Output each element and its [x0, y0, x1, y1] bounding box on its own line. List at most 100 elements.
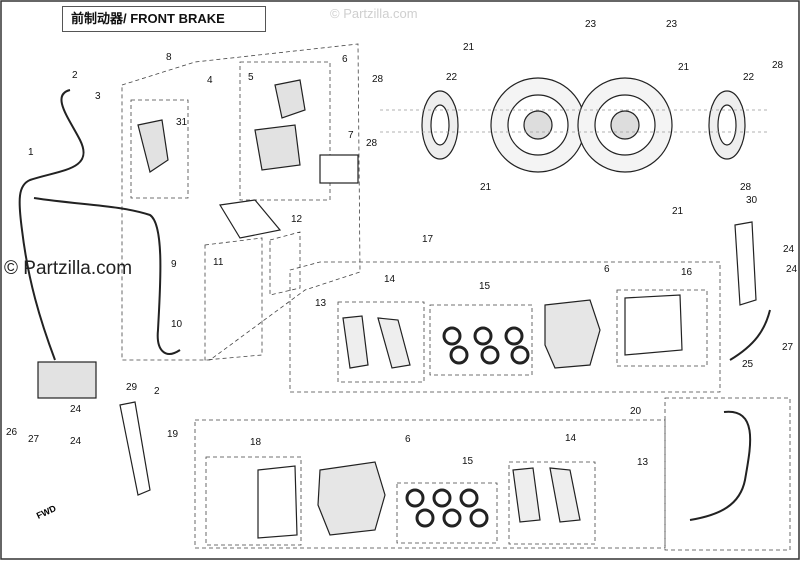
- callout-6b: 6: [604, 264, 610, 275]
- callout-3: 3: [95, 91, 101, 102]
- callout-21c: 21: [678, 62, 690, 73]
- watermark: © Partzilla.com: [4, 258, 133, 279]
- callout-8: 8: [166, 52, 172, 63]
- callout-13a: 13: [315, 298, 327, 309]
- callout-16: 16: [681, 267, 693, 278]
- callout-21d: 21: [672, 206, 684, 217]
- banjo-fitting: [137, 119, 169, 173]
- callout-10: 10: [171, 319, 183, 330]
- callout-15a: 15: [479, 281, 491, 292]
- callout-28d: 28: [740, 182, 752, 193]
- brake-disc-right: [577, 77, 673, 173]
- callout-22b: 22: [743, 72, 755, 83]
- callout-2a: 2: [72, 70, 78, 81]
- callout-14a: 14: [384, 274, 396, 285]
- callout-6c: 6: [405, 434, 411, 445]
- callout-24c: 24: [70, 404, 82, 415]
- callout-23b: 23: [666, 19, 678, 30]
- group-16-outline: [616, 289, 708, 367]
- callout-18: 18: [250, 437, 262, 448]
- caliper-lower: [317, 461, 386, 536]
- group-4-outline: [130, 99, 189, 199]
- brake-pads: [342, 315, 581, 523]
- group-19-outline: [194, 419, 666, 549]
- callout-21a: 21: [463, 42, 475, 53]
- callout-31: 31: [176, 117, 188, 128]
- seal-rings: [405, 326, 530, 528]
- callout-9: 9: [171, 259, 177, 270]
- brake-hose-9: [33, 197, 181, 355]
- callout-30: 30: [746, 195, 758, 206]
- abs-unit: [37, 361, 97, 399]
- disc-ring-left-inner: [430, 104, 450, 146]
- sensor-bracket-upper: [734, 221, 757, 306]
- callout-11: 11: [213, 257, 224, 268]
- group-11-outline: [204, 237, 263, 361]
- pad-b1: [512, 467, 541, 523]
- calipers: [257, 294, 683, 539]
- callout-24b: 24: [786, 264, 798, 275]
- disc-ring-right-inner: [717, 104, 737, 146]
- sensor-bracket-lower: [119, 401, 151, 496]
- brake-lever: [219, 199, 282, 239]
- disc-bolt-lines: [380, 109, 770, 133]
- callout-12: 12: [291, 214, 303, 225]
- callout-4: 4: [207, 75, 213, 86]
- clamp-bracket: [319, 154, 359, 184]
- group-outlines: [121, 43, 791, 551]
- callout-6a: 6: [342, 54, 348, 65]
- diagram-title: 前制动器/ FRONT BRAKE: [62, 6, 266, 32]
- callout-28a: 28: [372, 74, 384, 85]
- group-15a-outline: [429, 304, 533, 376]
- group-14a-outline: [337, 301, 425, 383]
- callout-27a: 27: [782, 342, 794, 353]
- callout-24d: 24: [70, 436, 82, 447]
- brake-hose-1: [18, 89, 85, 361]
- callout-17: 17: [422, 234, 434, 245]
- pad-a2: [377, 317, 411, 369]
- group-5-outline: [239, 61, 331, 201]
- callout-27b: 27: [28, 434, 40, 445]
- group-15b-outline: [396, 482, 498, 544]
- callout-29: 29: [126, 382, 138, 393]
- callout-labels: 1 2 2 3 4 5 6 6 6 7 8 9 10 11 12 13 13 1…: [6, 19, 798, 468]
- callout-28b: 28: [366, 138, 378, 149]
- callout-19: 19: [167, 429, 179, 440]
- brake-hose-25: [729, 309, 771, 361]
- master-cylinder-parts: [37, 79, 757, 496]
- brake-hose-20: [689, 410, 752, 521]
- master-cylinder-body: [254, 124, 301, 171]
- callout-22a: 22: [446, 72, 458, 83]
- callout-28c: 28: [772, 60, 784, 71]
- watermark-faint: © Partzilla.com: [330, 6, 418, 21]
- callout-14b: 14: [565, 433, 577, 444]
- brake-lines: [18, 89, 771, 521]
- group-20-outline: [664, 397, 791, 551]
- callout-26: 26: [6, 427, 18, 438]
- brake-disc-left: [490, 77, 586, 173]
- callout-23a: 23: [585, 19, 597, 30]
- callout-20: 20: [630, 406, 642, 417]
- callout-7: 7: [348, 130, 354, 141]
- callout-5: 5: [248, 72, 254, 83]
- pad-a1: [342, 315, 369, 369]
- group-17-outline: [289, 261, 721, 393]
- reservoir-cap: [274, 79, 306, 119]
- callout-13b: 13: [637, 457, 649, 468]
- caliper-bracket-upper: [624, 294, 683, 356]
- callout-25: 25: [742, 359, 754, 370]
- pad-b2: [549, 467, 581, 523]
- group-18-outline: [205, 456, 302, 546]
- caliper-bracket-lower: [257, 465, 298, 539]
- callout-21b: 21: [480, 182, 492, 193]
- caliper-upper: [544, 299, 601, 369]
- callout-1: 1: [28, 147, 34, 158]
- group-14b-outline: [508, 461, 596, 545]
- group-8-outline: [121, 43, 361, 361]
- callout-24a: 24: [783, 244, 795, 255]
- group-12-outline: [269, 231, 301, 296]
- callout-15b: 15: [462, 456, 474, 467]
